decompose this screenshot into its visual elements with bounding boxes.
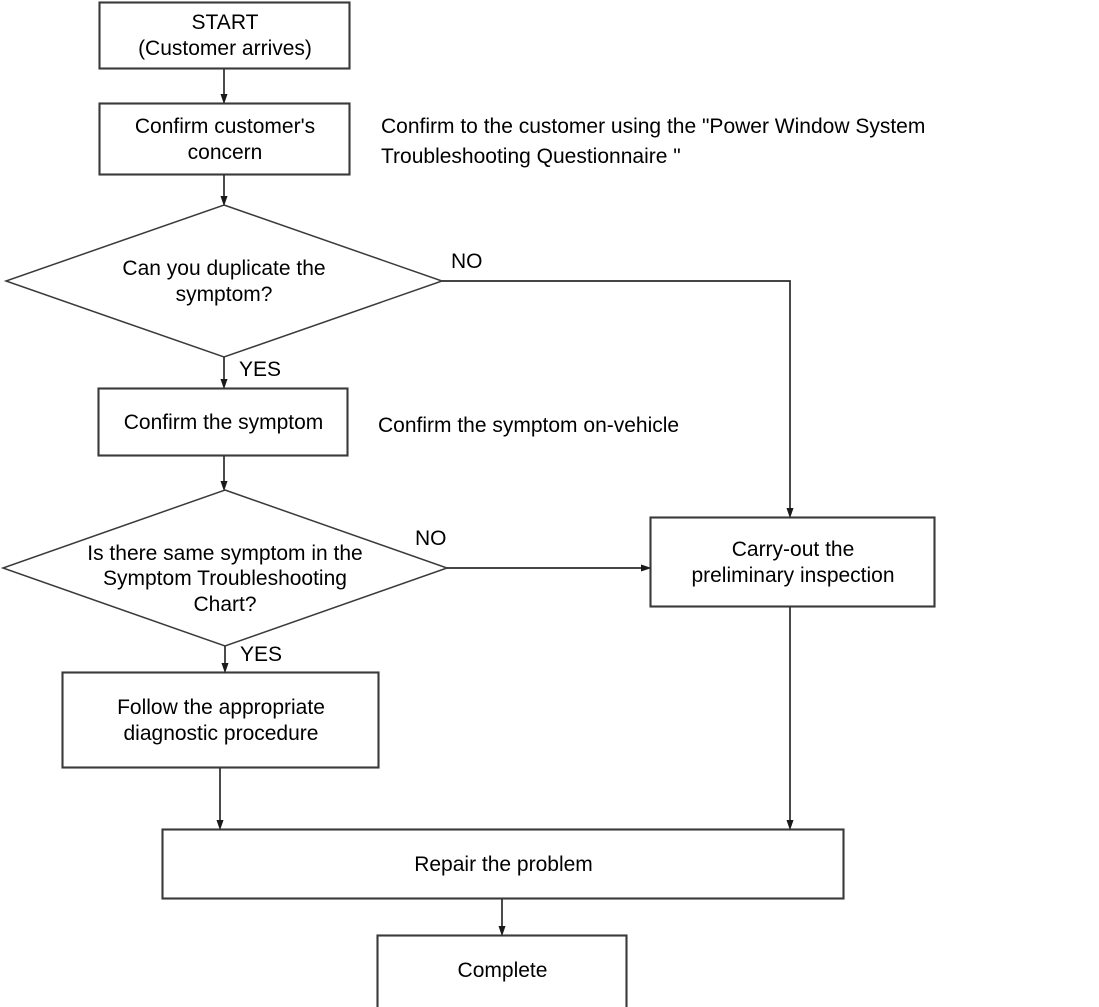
shape-repair	[161, 828, 845, 900]
edge-label-no-same-symptom: NO	[415, 527, 447, 550]
shape-carry-out	[649, 516, 936, 608]
shape-confirm-symptom	[97, 387, 349, 457]
edge-label-yes-same-symptom: YES	[240, 643, 283, 666]
annotation-questionnaire: Confirm to the customer using the "Power…	[381, 115, 926, 169]
node-shapes	[0, 1, 936, 1007]
shape-start	[98, 1, 351, 70]
annotation-on-vehicle: Confirm the symptom on-vehicle	[378, 414, 680, 437]
connectors	[220, 69, 790, 931]
shape-follow-procedure	[61, 671, 380, 769]
edge-label-no-duplicate: NO	[451, 250, 483, 273]
edge-duplicate-no-to-carry-out	[442, 280, 790, 513]
shape-duplicate-symptom-diamond	[3, 204, 445, 358]
edge-label-yes-duplicate: YES	[239, 358, 282, 381]
shape-same-symptom-diamond	[0, 489, 450, 647]
shape-complete	[376, 934, 628, 1007]
shape-confirm-concern	[98, 102, 351, 176]
